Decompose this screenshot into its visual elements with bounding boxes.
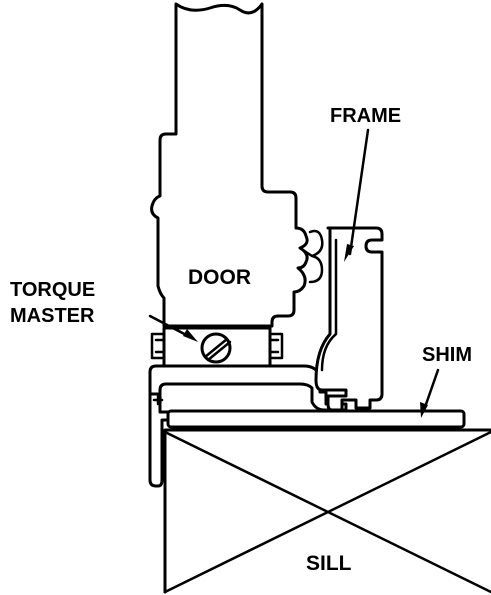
torque-master-label-line2: MASTER: [10, 305, 95, 327]
shim-plate: [166, 409, 466, 429]
sill-cross-line-b: [163, 430, 491, 594]
weatherstrip-bulb: [298, 229, 324, 284]
torque-master: [150, 326, 284, 368]
frame-label: FRAME: [330, 105, 401, 127]
frame-jamb: [314, 226, 384, 412]
screw-slot-b: [206, 340, 232, 362]
frame-leader: [344, 128, 370, 262]
torque-master-arrowhead: [183, 329, 198, 342]
sill-extrusion-notch: [152, 394, 164, 406]
sill-block: [163, 428, 491, 594]
shim-leader: [420, 368, 440, 418]
sill-extrusion: [148, 364, 348, 488]
shim-label: SHIM: [422, 344, 472, 366]
door-label: DOOR: [188, 266, 251, 289]
torque-master-leader: [148, 314, 198, 342]
frame-arrowhead: [344, 244, 354, 262]
screw-slot-a: [203, 337, 229, 359]
shim-arrowhead: [420, 402, 428, 418]
sill-label: SILL: [306, 552, 352, 575]
door-leaf: [150, 2, 309, 328]
frame-inner-curve: [320, 238, 338, 372]
torque-master-label-line1: TORQUE: [10, 279, 95, 301]
